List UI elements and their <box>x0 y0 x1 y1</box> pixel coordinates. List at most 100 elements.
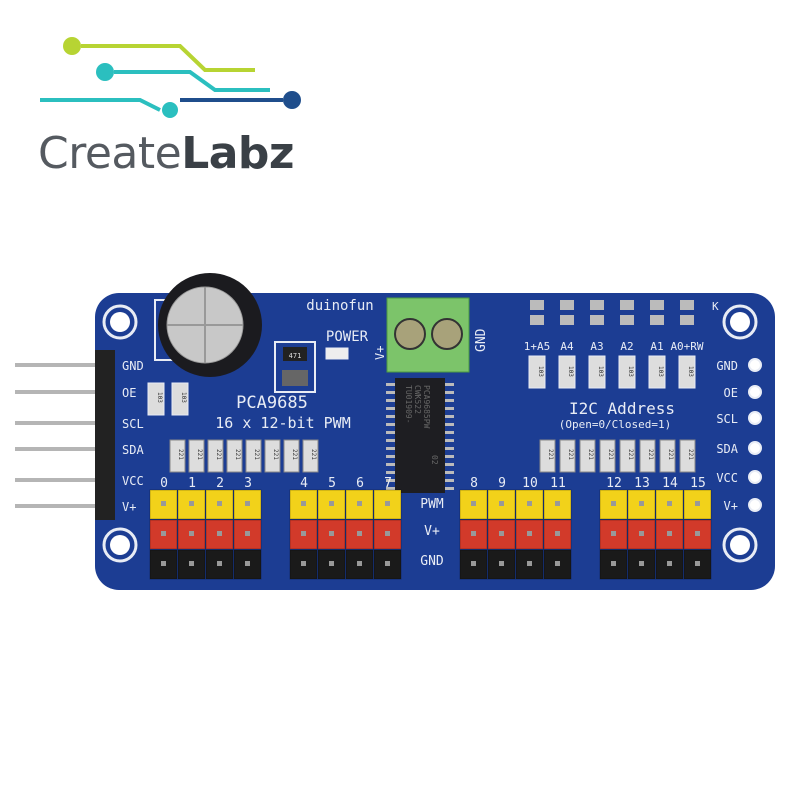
series-resistor <box>188 439 205 473</box>
address-jumper-pad <box>620 300 634 310</box>
resistor-code: 221 <box>272 449 279 460</box>
header-pin-tip <box>555 501 560 506</box>
series-resistor <box>619 439 636 473</box>
header-pin-tip <box>301 531 306 536</box>
header-pin-tip <box>555 561 560 566</box>
mounting-hole-center <box>730 312 750 332</box>
address-jumper-pad <box>560 300 574 310</box>
regulator-code: 471 <box>289 352 302 360</box>
header-pin-tip <box>189 531 194 536</box>
mounting-hole-center <box>730 535 750 555</box>
resistor-code: 221 <box>196 449 203 460</box>
header-pin-tip <box>471 531 476 536</box>
channel-label: 12 <box>606 476 622 491</box>
mounting-hole-center <box>110 312 130 332</box>
channel-label: 2 <box>216 476 224 491</box>
header-pin-tip <box>161 561 166 566</box>
chip-pin <box>386 487 396 490</box>
left-pin-label: GND <box>122 359 144 373</box>
header-pin-tip <box>527 561 532 566</box>
chip-pin <box>386 447 396 450</box>
resistor-code: 221 <box>667 449 674 460</box>
resistor-code: 221 <box>291 449 298 460</box>
logo-create: Create <box>38 128 182 179</box>
resistor-code: 103 <box>657 366 664 377</box>
resistor-code: 103 <box>180 392 187 403</box>
chip-pin <box>386 431 396 434</box>
mounting-hole <box>102 527 138 563</box>
chip-pin <box>386 455 396 458</box>
header-pin-tip <box>189 561 194 566</box>
logo-trace <box>114 70 270 92</box>
channel-label: 10 <box>522 476 538 491</box>
series-resistor <box>207 439 224 473</box>
right-pin-hole <box>748 441 762 455</box>
chip-pin <box>444 471 454 474</box>
address-jumper-pad <box>680 315 694 325</box>
logo-trace <box>81 44 255 72</box>
channel-label: 8 <box>470 476 478 491</box>
header-vplus-pin-housing <box>487 519 516 550</box>
channel-label: 3 <box>244 476 252 491</box>
oe-resistor <box>147 382 165 416</box>
series-resistor <box>599 439 616 473</box>
left-pin-label: V+ <box>122 500 136 514</box>
series-resistor <box>283 439 300 473</box>
row-label-pwm: PWM <box>420 497 444 512</box>
header-pin-tip <box>245 531 250 536</box>
left-pin-label: SDA <box>122 443 144 457</box>
header-pin-tip <box>161 531 166 536</box>
resistor-code: 103 <box>567 366 574 377</box>
header-pin-tip <box>245 501 250 506</box>
header-pin-tip <box>499 561 504 566</box>
pullup-resistor <box>528 355 546 389</box>
header-pin-tip <box>527 501 532 506</box>
resistor-code: 103 <box>597 366 604 377</box>
header-pin-tip <box>301 561 306 566</box>
header-pin-tip <box>357 561 362 566</box>
header-pin <box>15 421 105 425</box>
mounting-hole <box>722 527 758 563</box>
chip-pin <box>386 383 396 386</box>
logo-wordmark: CreateLabz <box>38 128 295 179</box>
regulator <box>283 347 307 361</box>
chip-pin <box>444 383 454 386</box>
header-pin-tip <box>245 561 250 566</box>
header-pin-tip <box>499 531 504 536</box>
chip-marking-line: TU01909- <box>404 385 413 424</box>
chip-pin <box>386 463 396 466</box>
power-led <box>325 347 349 360</box>
header-pin-tip <box>385 531 390 536</box>
address-pad-label: A1 <box>650 340 663 353</box>
chip-pin <box>444 431 454 434</box>
channel-label: 7 <box>384 476 392 491</box>
chip-pin <box>444 423 454 426</box>
address-jumper-pad <box>620 315 634 325</box>
series-resistor <box>302 439 319 473</box>
channel-label: 5 <box>328 476 336 491</box>
address-jumper-pad <box>650 315 664 325</box>
header-pin-tip <box>217 561 222 566</box>
header-pin-tip <box>385 501 390 506</box>
header-pin-tip <box>695 561 700 566</box>
channel-label: 9 <box>498 476 506 491</box>
chip-pin <box>386 407 396 410</box>
chip-pin <box>444 479 454 482</box>
channel-label: 14 <box>662 476 678 491</box>
resistor-code: 221 <box>310 449 317 460</box>
left-header-pins <box>15 363 105 508</box>
mounting-hole <box>102 304 138 340</box>
mounting-hole <box>722 304 758 340</box>
resistor-code: 221 <box>177 449 184 460</box>
address-corner-label: K <box>712 300 719 313</box>
capacitor-vent <box>167 287 243 363</box>
brand-label: duinofun <box>306 298 373 314</box>
series-resistor <box>659 439 676 473</box>
left-pin-label: SCL <box>122 417 144 431</box>
inductor <box>282 370 308 386</box>
header-pin-tip <box>667 501 672 506</box>
channel-label: 13 <box>634 476 650 491</box>
right-pin-label: SCL <box>716 412 738 426</box>
logo-node <box>283 91 301 109</box>
